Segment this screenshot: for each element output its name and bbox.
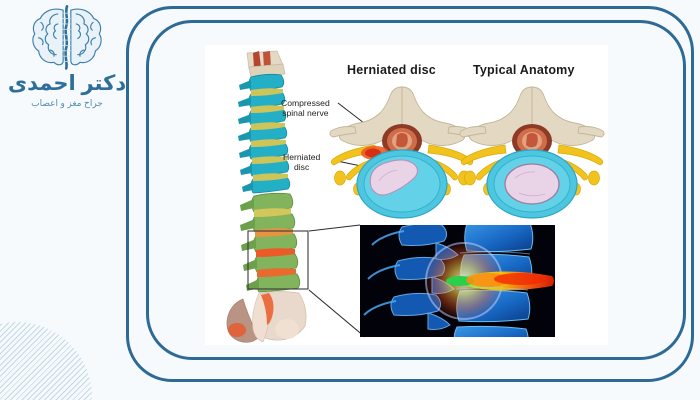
- xray-spinous-processes: [363, 230, 405, 316]
- spine-column-figure: [226, 50, 307, 343]
- xray-disc-spaces: [455, 251, 531, 291]
- heading-typical-anatomy: Typical Anatomy: [473, 63, 575, 77]
- brain-spine-icon: [32, 4, 102, 70]
- pain-beam: [446, 271, 554, 291]
- xray-spine-graphic: [360, 225, 555, 337]
- spinal-cord: [512, 124, 552, 158]
- callout-line-2: spinal nerve: [282, 108, 329, 119]
- decorative-frame-outer: [126, 6, 694, 382]
- lumbar-zoom-box: [247, 230, 309, 290]
- vertebra-cross-section-herniated: [329, 86, 475, 219]
- medical-illustration-card: Herniated disc Typical Anatomy Compresse…: [205, 45, 608, 345]
- intervertebral-disc-normal: [486, 149, 578, 219]
- callout-herniated-disc: Herniated disc: [283, 152, 320, 173]
- decorative-hatched-circle: [0, 322, 92, 400]
- decorative-frame-inner: [146, 20, 686, 360]
- spinal-cord: [382, 124, 422, 158]
- heading-herniated-disc: Herniated disc: [347, 63, 436, 77]
- vertebra-cross-section-typical: [459, 86, 605, 219]
- logo-title: دکتر احمدی: [7, 72, 127, 95]
- pelvis-sacrum: [226, 291, 307, 343]
- lumbar-vertebrae: [240, 192, 301, 293]
- zoom-connector-lines: [308, 224, 366, 338]
- callout-line-1: Herniated: [283, 152, 321, 162]
- lumbar-xray-inset: [360, 225, 555, 337]
- intervertebral-disc-herniated: [356, 149, 448, 219]
- logo-subtitle: جراح مغز و اعصاب: [31, 98, 103, 109]
- cervical-thoracic-vertebrae: [238, 73, 291, 194]
- spine-glyph: [62, 4, 71, 70]
- callout-compressed-spinal-nerve: Compressed spinal nerve: [281, 98, 330, 119]
- brand-logo: دکتر احمدی جراح مغز و اعصاب: [6, 4, 128, 109]
- callout-line-2: disc: [293, 162, 310, 173]
- callout-line-1: Compressed: [281, 98, 330, 108]
